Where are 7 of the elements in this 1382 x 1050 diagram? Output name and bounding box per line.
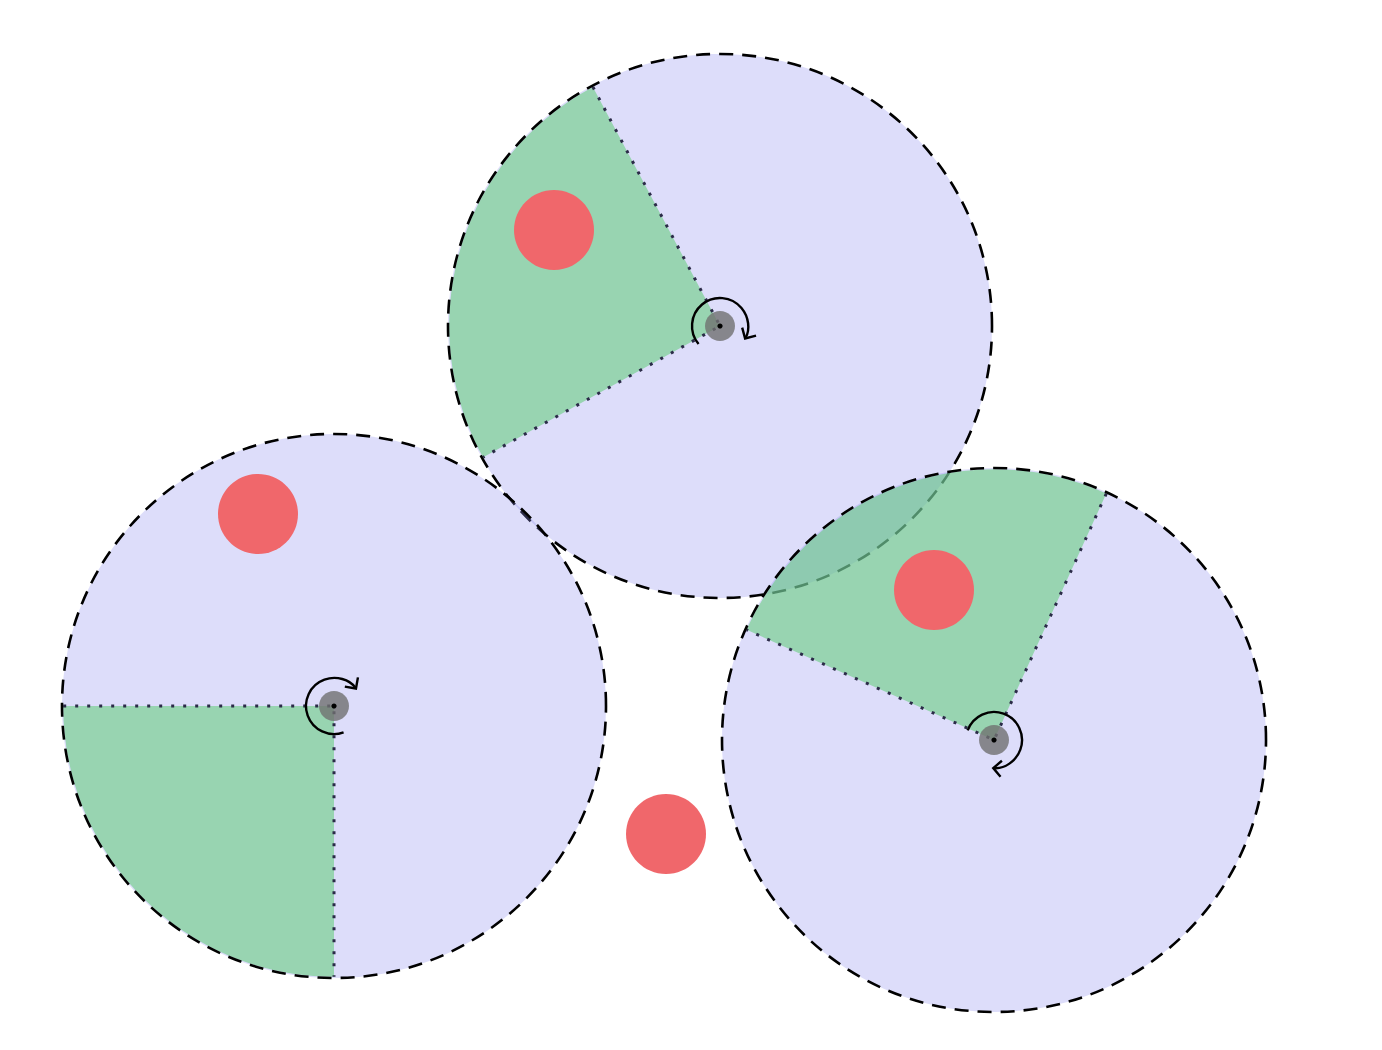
dashed-circle bbox=[720, 466, 1268, 1014]
dot bbox=[514, 190, 594, 270]
dot bbox=[218, 474, 298, 554]
dashed-circle bbox=[60, 432, 608, 980]
dashed-circle bbox=[446, 52, 994, 600]
dot bbox=[626, 794, 706, 874]
dot bbox=[894, 550, 974, 630]
